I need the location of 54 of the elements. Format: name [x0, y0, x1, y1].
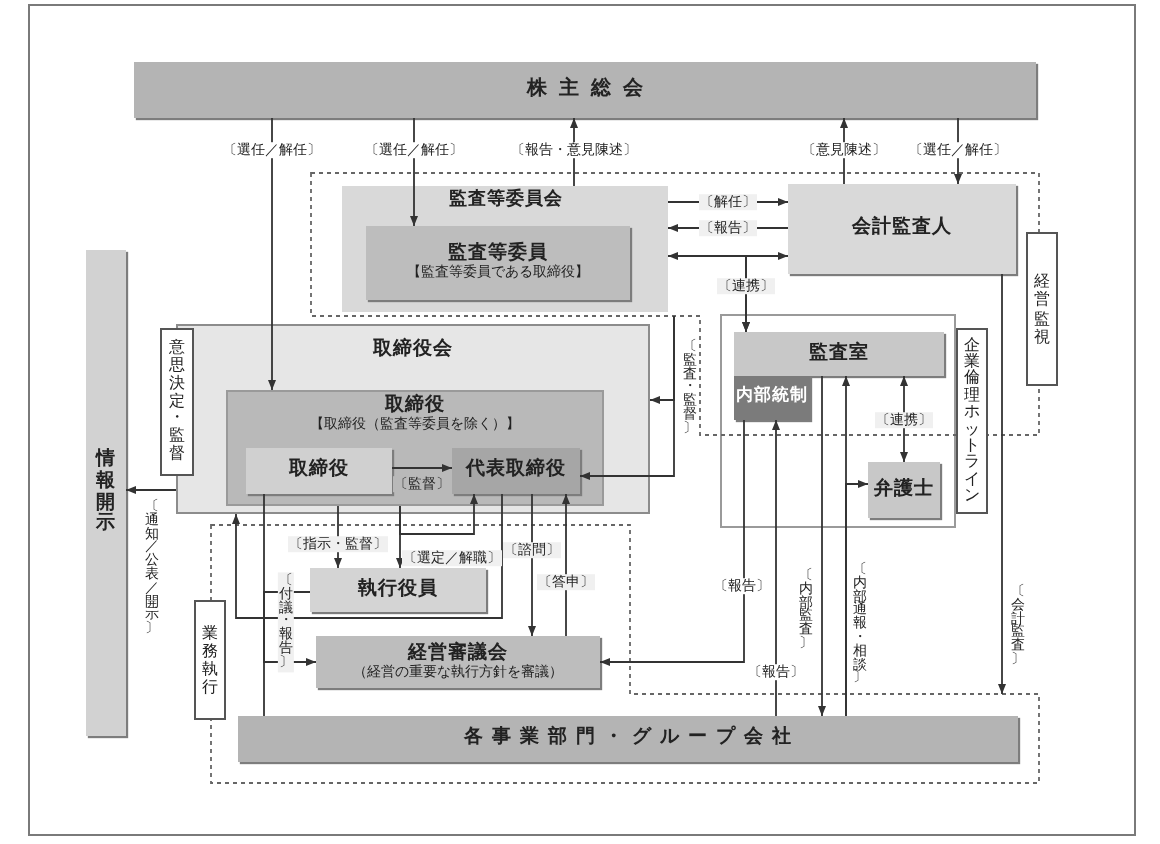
title-text: 監査等委員	[448, 244, 548, 265]
title-text: 取締役	[289, 460, 349, 482]
title-text: 執行役員	[358, 579, 438, 601]
tag-text: 企業倫理ホットライン	[963, 337, 981, 505]
arrow	[579, 315, 675, 480]
title-text: 経営審議会	[408, 643, 508, 664]
vertical-tag	[956, 328, 988, 514]
org-box	[134, 62, 1036, 118]
org-box	[734, 332, 944, 376]
org-panel	[226, 390, 604, 506]
arrow	[599, 419, 745, 666]
arrow	[667, 252, 789, 260]
title-text: 各事業部門・グループ会社	[464, 728, 800, 750]
arrow	[232, 493, 503, 619]
vertical-tag	[160, 328, 194, 476]
arrow	[528, 493, 536, 637]
org-box	[788, 184, 1016, 274]
title-text: 監査等委員会	[448, 190, 563, 211]
vertical-tag	[194, 600, 226, 720]
title-text: 情報開示	[96, 449, 116, 537]
arrow	[570, 117, 578, 187]
title-text: 代表取締役	[466, 460, 566, 482]
org-box	[238, 716, 1018, 762]
arrow	[268, 117, 276, 391]
title-text: 弁護士	[874, 479, 934, 501]
arrow	[391, 464, 453, 472]
arrow	[125, 486, 177, 494]
title-text: 会計監査人	[852, 218, 952, 240]
title-text: 取締役会	[373, 339, 453, 361]
arrow	[845, 480, 869, 717]
org-box	[366, 226, 630, 300]
title-text: 取締役	[385, 396, 445, 416]
vertical-tag	[1026, 232, 1058, 386]
org-box	[246, 448, 392, 494]
org-box	[734, 376, 810, 420]
org-box	[310, 568, 486, 612]
committee-panel	[342, 186, 668, 312]
side-panel	[86, 250, 126, 736]
arrow	[399, 493, 478, 535]
title-text: 株主総会	[527, 78, 655, 102]
arrow	[562, 493, 570, 637]
arrow	[998, 273, 1006, 695]
title-text: 内部統制	[736, 388, 808, 408]
title-text: 監査室	[809, 343, 869, 365]
connector-line	[263, 493, 265, 717]
arrow	[742, 255, 789, 333]
tag-text: 経営監視	[1033, 272, 1051, 346]
org-box	[452, 448, 580, 494]
org-box	[316, 636, 600, 688]
arrow	[818, 375, 826, 717]
tag-text: 業務執行	[201, 623, 219, 697]
arrow	[772, 419, 780, 717]
tag-text: 意思決定・監督	[168, 340, 186, 464]
org-box	[868, 462, 940, 518]
